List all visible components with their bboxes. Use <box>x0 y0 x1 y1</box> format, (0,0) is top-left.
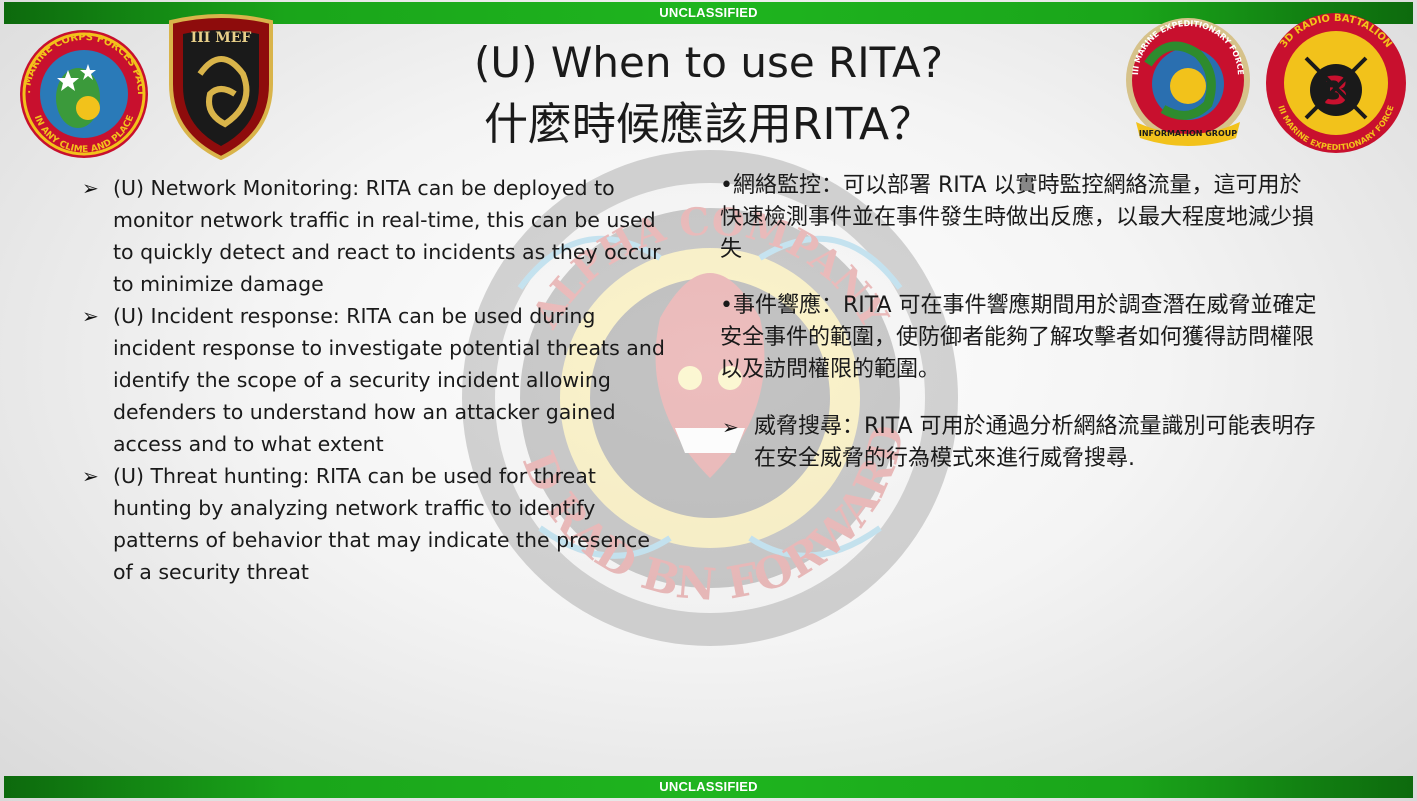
watermark-emblem: 3D RAD BN FORWARD ALPHA COMPANY <box>460 148 958 646</box>
bullet-text: (U) Network Monitoring: RITA can be depl… <box>113 176 661 296</box>
bullet-network-monitoring: ➢ (U) Network Monitoring: RITA can be de… <box>82 172 672 300</box>
slide-title-chinese: 什麼時候應該用RITA？ <box>483 99 934 150</box>
chinese-threat-hunting: ➢ 威脅搜尋：RITA 可用於通過分析網絡流量識別可能表明存在安全威脅的行為模式… <box>722 411 1322 475</box>
iii-mef-shield-logo: III MEF <box>169 14 273 160</box>
information-group-logo: III MARINE EXPEDITIONARY FORCE INFORMATI… <box>1126 18 1250 146</box>
svg-text:III MEF: III MEF <box>191 30 252 46</box>
radio-battalion-logo: 3 3D RADIO BATTALION III MARINE EXPEDITI… <box>1266 13 1406 153</box>
marforpac-logo: U.S. MARINE CORPS FORCES PACIFIC IN ANY … <box>8 28 148 158</box>
arrow-bullet-icon: ➢ <box>82 176 99 200</box>
svg-text:3: 3 <box>1323 69 1349 113</box>
arrow-bullet-icon: ➢ <box>82 464 99 488</box>
svg-text:INFORMATION GROUP: INFORMATION GROUP <box>1139 129 1237 138</box>
bullet-incident-response: ➢ (U) Incident response: RITA can be use… <box>82 300 672 460</box>
arrow-bullet-icon: ➢ <box>82 304 99 328</box>
classification-banner-bottom: UNCLASSIFIED <box>4 776 1413 798</box>
bullet-text: (U) Threat hunting: RITA can be used for… <box>113 464 650 584</box>
classification-banner-top: UNCLASSIFIED <box>4 2 1413 24</box>
bullet-text: (U) Incident response: RITA can be used … <box>113 304 665 456</box>
slide-title-english: (U) When to use RITA? <box>473 38 943 87</box>
bullet-threat-hunting: ➢ (U) Threat hunting: RITA can be used f… <box>82 460 672 588</box>
chinese-incident-response: •事件響應：RITA 可在事件響應期間用於調查潛在威脅並確定安全事件的範圍，使防… <box>720 293 1317 382</box>
arrow-bullet-icon: ➢ <box>722 415 739 439</box>
chinese-network-monitoring: •網絡監控：可以部署 RITA 以實時監控網絡流量，這可用於快速檢測事件並在事件… <box>720 173 1315 262</box>
chinese-threat-hunting-text: 威脅搜尋：RITA 可用於通過分析網絡流量識別可能表明存在安全威脅的行為模式來進… <box>754 414 1316 471</box>
english-bullet-list: ➢ (U) Network Monitoring: RITA can be de… <box>82 172 672 588</box>
